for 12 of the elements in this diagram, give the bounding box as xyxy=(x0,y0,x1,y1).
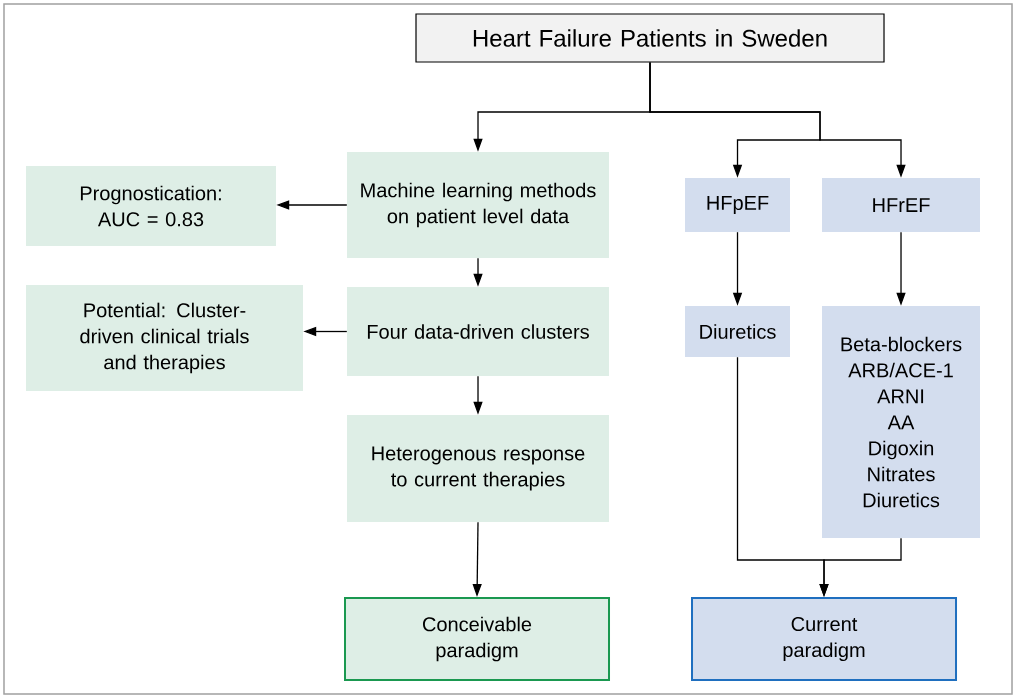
process-box: Heterogenous response to current therapies xyxy=(347,415,609,522)
process-box: HFrEF xyxy=(822,178,980,232)
outcome-box: Current paradigm xyxy=(691,597,957,681)
outcome-box: Conceivable paradigm xyxy=(344,597,610,681)
process-box: Machine learning methods on patient level data xyxy=(347,152,609,258)
process-box: HFpEF xyxy=(685,178,790,232)
process-box: Diuretics xyxy=(685,306,790,357)
process-box: Beta-blockers ARB/ACE-1 ARNI AA Digoxin Nitrates Diuretics xyxy=(822,306,980,538)
process-box: Prognostication: AUC = 0.83 xyxy=(26,166,276,246)
process-box: Four data-driven clusters xyxy=(347,287,609,376)
process-box: Potential: Cluster-driven clinical trials and therapies xyxy=(26,285,303,391)
title-box: Heart Failure Patients in Sweden xyxy=(415,13,885,63)
